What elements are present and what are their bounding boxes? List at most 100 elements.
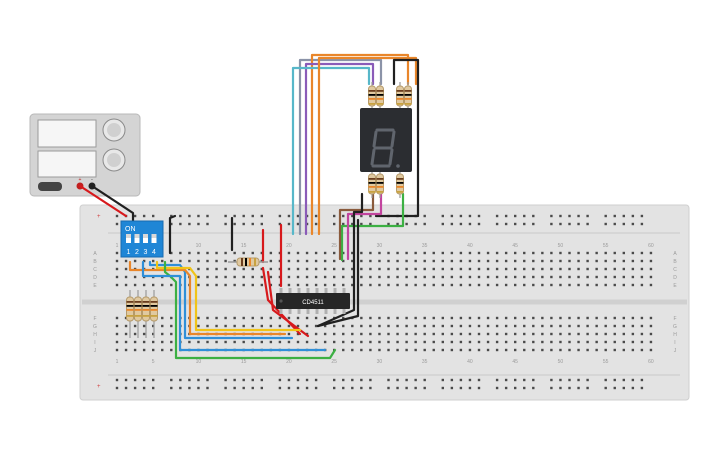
terminal-hole[interactable]	[622, 259, 625, 263]
power-switch[interactable]	[38, 182, 62, 191]
terminal-hole[interactable]	[251, 324, 254, 328]
rail-hole[interactable]	[559, 222, 562, 226]
terminal-hole[interactable]	[197, 324, 200, 328]
terminal-hole[interactable]	[414, 340, 417, 344]
terminal-hole[interactable]	[495, 283, 499, 287]
terminal-hole[interactable]	[351, 324, 354, 328]
rail-hole[interactable]	[260, 214, 263, 218]
terminal-hole[interactable]	[523, 316, 526, 320]
terminal-hole[interactable]	[622, 251, 625, 255]
terminal-hole[interactable]	[568, 332, 571, 336]
terminal-hole[interactable]	[541, 259, 544, 263]
terminal-hole[interactable]	[296, 275, 300, 279]
rail-hole[interactable]	[333, 378, 336, 382]
terminal-hole[interactable]	[649, 251, 653, 255]
terminal-hole[interactable]	[351, 348, 354, 352]
terminal-hole[interactable]	[459, 251, 463, 255]
terminal-hole[interactable]	[333, 283, 336, 287]
terminal-hole[interactable]	[631, 348, 635, 352]
terminal-hole[interactable]	[161, 348, 164, 352]
rail-hole[interactable]	[251, 222, 254, 226]
terminal-hole[interactable]	[450, 267, 454, 271]
rail-hole[interactable]	[405, 386, 408, 390]
rail-hole[interactable]	[197, 222, 200, 226]
rail-hole[interactable]	[631, 214, 635, 218]
terminal-hole[interactable]	[441, 324, 444, 328]
rail-hole[interactable]	[414, 378, 417, 382]
terminal-hole[interactable]	[586, 348, 589, 352]
rail-hole[interactable]	[532, 214, 535, 218]
terminal-hole[interactable]	[251, 267, 254, 271]
rail-hole[interactable]	[568, 222, 571, 226]
terminal-hole[interactable]	[559, 259, 562, 263]
cd4511-chip[interactable]: CD4511	[276, 288, 350, 314]
rail-hole[interactable]	[296, 386, 300, 390]
terminal-hole[interactable]	[640, 332, 644, 336]
terminal-hole[interactable]	[215, 259, 218, 263]
rail-hole[interactable]	[441, 222, 444, 226]
terminal-hole[interactable]	[387, 316, 390, 320]
rail-hole[interactable]	[468, 214, 472, 218]
rail-hole[interactable]	[613, 378, 616, 382]
terminal-hole[interactable]	[233, 316, 236, 320]
rail-hole[interactable]	[586, 386, 589, 390]
rail-hole[interactable]	[124, 378, 128, 382]
rail-hole[interactable]	[260, 222, 263, 226]
terminal-hole[interactable]	[333, 259, 336, 263]
rail-hole[interactable]	[423, 222, 426, 226]
rail-hole[interactable]	[179, 214, 182, 218]
rail-hole[interactable]	[441, 386, 444, 390]
rail-hole[interactable]	[577, 386, 580, 390]
terminal-hole[interactable]	[396, 259, 399, 263]
terminal-hole[interactable]	[432, 348, 435, 352]
terminal-hole[interactable]	[595, 332, 598, 336]
terminal-hole[interactable]	[224, 267, 227, 271]
terminal-hole[interactable]	[351, 275, 354, 279]
terminal-hole[interactable]	[369, 251, 372, 255]
rail-hole[interactable]	[351, 378, 354, 382]
rail-hole[interactable]	[631, 222, 635, 226]
terminal-hole[interactable]	[459, 316, 463, 320]
terminal-hole[interactable]	[405, 348, 408, 352]
terminal-hole[interactable]	[486, 340, 490, 344]
terminal-hole[interactable]	[640, 324, 644, 328]
terminal-hole[interactable]	[523, 283, 526, 287]
terminal-hole[interactable]	[486, 283, 490, 287]
terminal-hole[interactable]	[631, 324, 635, 328]
terminal-hole[interactable]	[305, 267, 309, 271]
terminal-hole[interactable]	[532, 348, 535, 352]
terminal-hole[interactable]	[287, 259, 291, 263]
terminal-hole[interactable]	[133, 324, 137, 328]
rail-hole[interactable]	[342, 214, 345, 218]
terminal-hole[interactable]	[523, 259, 526, 263]
rail-hole[interactable]	[333, 214, 336, 218]
rail-hole[interactable]	[504, 214, 508, 218]
terminal-hole[interactable]	[396, 332, 399, 336]
terminal-hole[interactable]	[595, 275, 598, 279]
terminal-hole[interactable]	[197, 340, 200, 344]
rail-hole[interactable]	[351, 386, 354, 390]
terminal-hole[interactable]	[414, 324, 417, 328]
terminal-hole[interactable]	[124, 332, 128, 336]
rail-hole[interactable]	[197, 378, 200, 382]
terminal-hole[interactable]	[396, 251, 399, 255]
rail-hole[interactable]	[342, 386, 345, 390]
terminal-hole[interactable]	[142, 259, 146, 263]
rail-hole[interactable]	[559, 214, 562, 218]
rail-hole[interactable]	[314, 214, 318, 218]
terminal-hole[interactable]	[523, 251, 526, 255]
rail-hole[interactable]	[640, 222, 644, 226]
terminal-hole[interactable]	[224, 275, 227, 279]
terminal-hole[interactable]	[504, 267, 508, 271]
terminal-hole[interactable]	[305, 259, 309, 263]
terminal-hole[interactable]	[378, 324, 381, 328]
terminal-hole[interactable]	[260, 251, 263, 255]
terminal-hole[interactable]	[342, 324, 345, 328]
rail-hole[interactable]	[514, 222, 517, 226]
rail-hole[interactable]	[314, 386, 318, 390]
rail-hole[interactable]	[586, 214, 589, 218]
terminal-hole[interactable]	[342, 340, 345, 344]
terminal-hole[interactable]	[459, 267, 463, 271]
terminal-hole[interactable]	[450, 283, 454, 287]
terminal-hole[interactable]	[387, 324, 390, 328]
